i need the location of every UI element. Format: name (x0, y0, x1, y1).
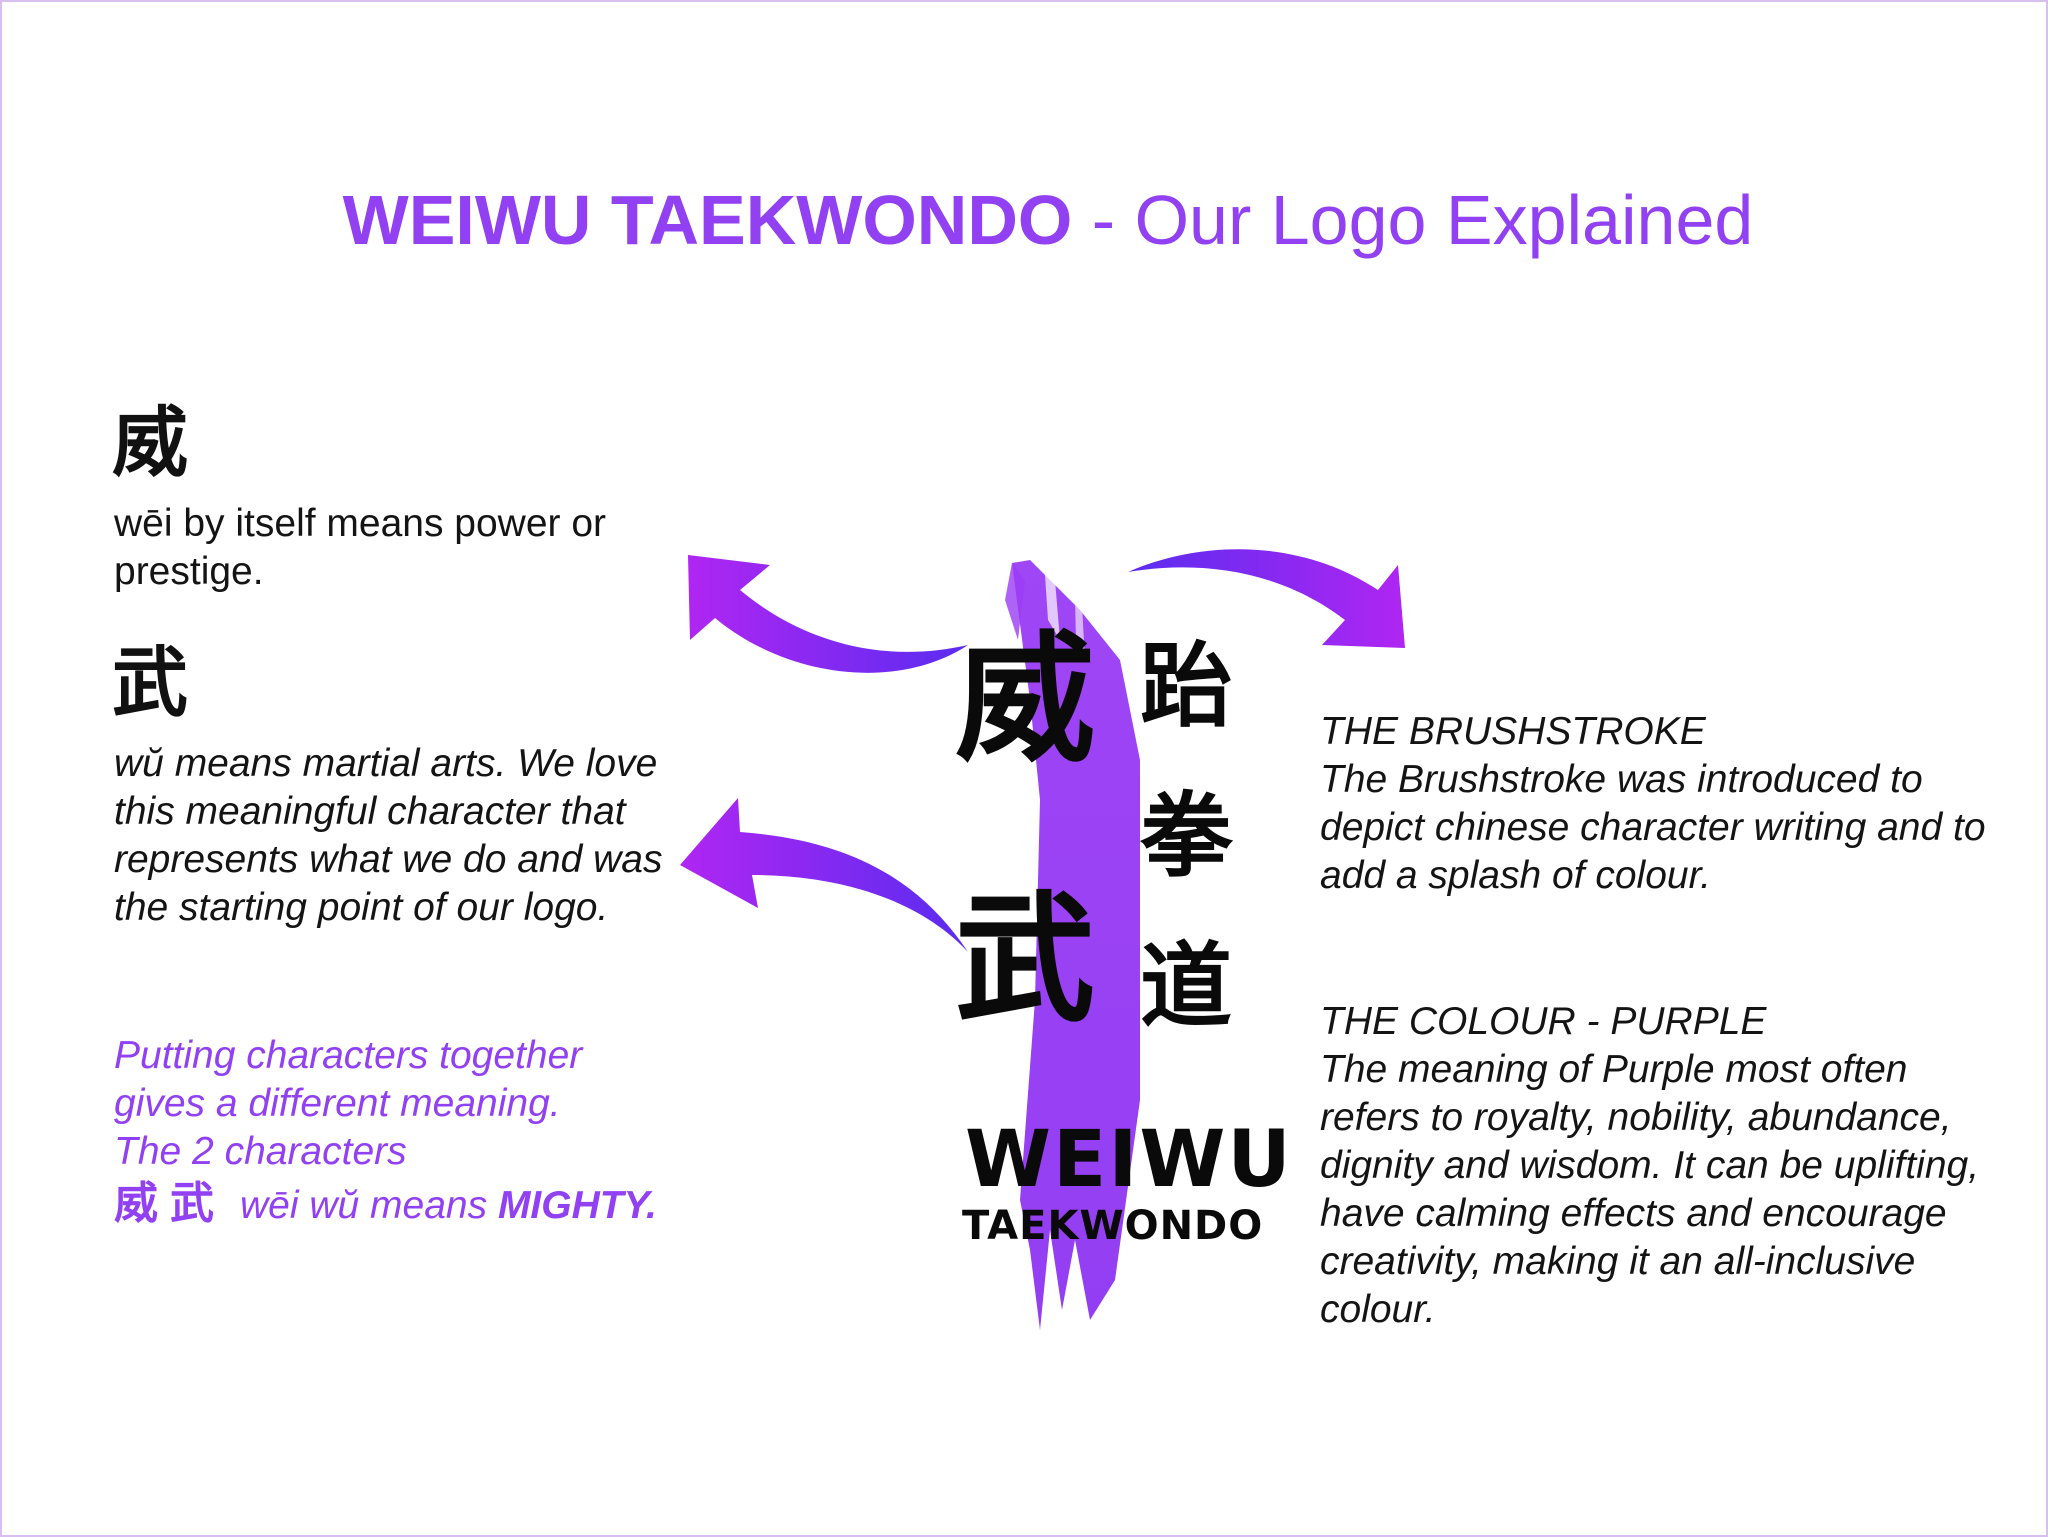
combined-line-2: gives a different meaning. (114, 1082, 561, 1125)
colour-section: THE COLOUR - PURPLE The meaning of Purpl… (1320, 998, 2000, 1334)
combined-line-1: Putting characters together (114, 1034, 583, 1077)
combined-characters: 威武 (114, 1178, 226, 1229)
logo-character-wei: 威 (955, 618, 1096, 782)
wei-character: 威 (112, 398, 188, 487)
page-title: WEIWU TAEKWONDO - Our Logo Explained (0, 180, 2048, 260)
logo-wordmark: WEIWU (965, 1115, 1293, 1205)
wu-character: 武 (112, 638, 188, 727)
wu-description: wŭ means martial arts. We love this mean… (114, 742, 663, 929)
wei-description: wēi by itself means power or prestige. (114, 502, 607, 593)
combined-line-3: The 2 characters (114, 1130, 407, 1173)
colour-heading: THE COLOUR - PURPLE (1320, 1000, 1767, 1043)
combined-line-4: 威武 wēi wŭ means MIGHTY. (114, 1180, 754, 1230)
logo-character-tae: 跆 (1140, 632, 1233, 740)
brushstroke-section: THE BRUSHSTROKE The Brushstroke was intr… (1320, 708, 2000, 900)
combined-pinyin: wēi wŭ means (240, 1184, 498, 1227)
weiwu-logo: 威 武 跆 拳 道 WEIWU TAEKWONDO (940, 550, 1291, 1350)
title-separator: - (1072, 181, 1135, 259)
combined-meaning: Putting characters together gives a diff… (114, 1032, 754, 1230)
brushstroke-heading: THE BRUSHSTROKE (1320, 710, 1706, 753)
colour-description: The meaning of Purple most often refers … (1320, 1048, 1980, 1331)
title-brand: WEIWU TAEKWONDO (342, 181, 1073, 259)
brushstroke-description: The Brushstroke was introduced to depict… (1320, 758, 1986, 897)
logo-wordmark-sub: TAEKWONDO (962, 1203, 1264, 1249)
title-subtitle: Our Logo Explained (1134, 181, 1754, 259)
logo-character-do: 道 (1140, 932, 1233, 1040)
logo-character-wu: 武 (955, 878, 1096, 1042)
logo-character-kwon: 拳 (1140, 782, 1233, 890)
mighty-emphasis: MIGHTY. (497, 1184, 657, 1227)
